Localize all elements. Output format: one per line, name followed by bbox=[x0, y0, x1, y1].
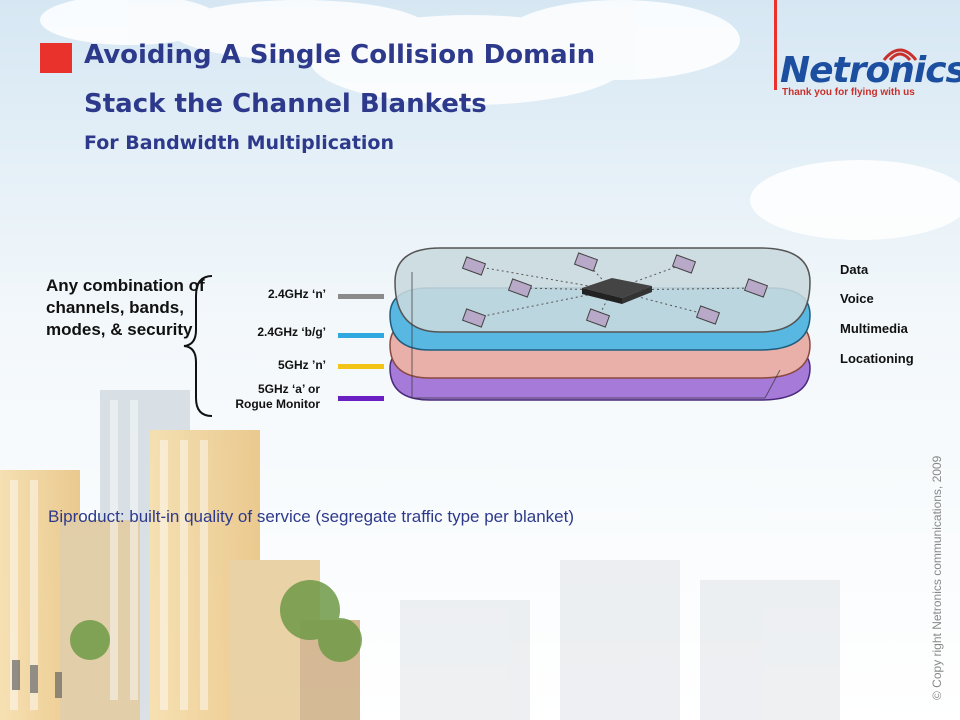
band-label-5a-line2: Rogue Monitor bbox=[235, 397, 320, 411]
logo-tagline: Thank you for flying with us bbox=[782, 87, 915, 98]
client-device-icon bbox=[461, 252, 769, 328]
band-label-24n: 2.4GHz ‘n’ bbox=[267, 287, 326, 301]
band-label-5n: 5GHz ’n’ bbox=[277, 358, 326, 372]
band-line-24n bbox=[338, 294, 384, 299]
logo-name: Netronics bbox=[780, 50, 960, 91]
page-title-line2: Stack the Channel Blankets bbox=[84, 89, 487, 119]
traffic-label-multimedia: Multimedia bbox=[840, 321, 908, 336]
page-title: Avoiding A Single Collision Domain bbox=[84, 40, 596, 70]
traffic-label-voice: Voice bbox=[840, 291, 874, 306]
page-subtitle: For Bandwidth Multiplication bbox=[84, 132, 394, 154]
combination-text: Any combination of channels, bands, mode… bbox=[46, 276, 205, 339]
logo-divider bbox=[774, 0, 777, 90]
access-point-icon bbox=[582, 278, 652, 304]
title-square-icon bbox=[40, 43, 72, 73]
curly-brace bbox=[183, 275, 213, 417]
band-line-5n bbox=[338, 364, 384, 369]
band-line-24bg bbox=[338, 333, 384, 338]
wifi-signal-icon bbox=[882, 48, 918, 62]
traffic-label-locationing: Locationing bbox=[840, 351, 914, 366]
traffic-label-data: Data bbox=[840, 262, 869, 277]
band-label-24bg: 2.4GHz ‘b/g’ bbox=[257, 325, 326, 339]
copyright-text: © Copy right Netronics communications, 2… bbox=[930, 455, 944, 700]
band-label-5a-line1: 5GHz ‘a’ or bbox=[257, 382, 320, 396]
netronics-logo: Netronics Thank you for flying with us bbox=[780, 48, 960, 98]
quality-of-service-note: Biproduct: built-in quality of service (… bbox=[48, 507, 575, 526]
band-line-5a bbox=[338, 396, 384, 401]
band-label-5a: 5GHz ‘a’ or Rogue Monitor bbox=[196, 382, 320, 412]
